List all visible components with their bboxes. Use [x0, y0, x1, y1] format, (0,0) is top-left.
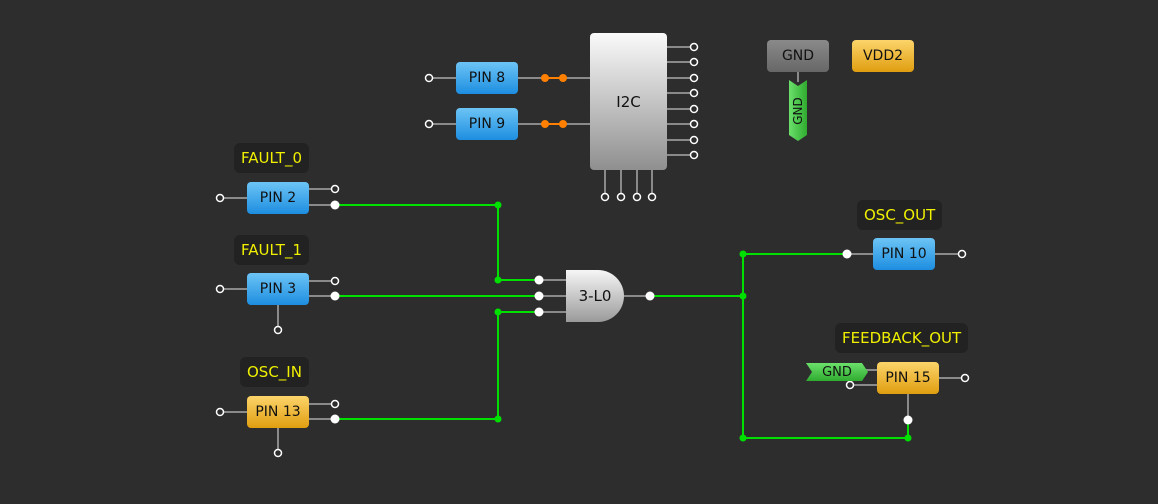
i2c-block[interactable]: I2C	[590, 33, 667, 170]
gnd-net-flag[interactable]: GND	[789, 80, 807, 141]
net-label-osc-out: OSC_OUT	[857, 200, 943, 230]
pin-8[interactable]: PIN 8	[456, 62, 518, 94]
connected-ports	[330, 200, 913, 425]
net-label-fault-1: FAULT_1	[234, 235, 309, 265]
pin-13[interactable]: PIN 13	[247, 396, 309, 428]
gnd-flag-label: GND	[791, 96, 805, 125]
net-wires	[335, 204, 909, 439]
pin-2[interactable]: PIN 2	[247, 182, 309, 214]
pin-10[interactable]: PIN 10	[873, 238, 935, 270]
pin-9[interactable]: PIN 9	[456, 108, 518, 140]
net-label-fault-0: FAULT_0	[234, 143, 309, 173]
pin-3[interactable]: PIN 3	[247, 273, 309, 305]
gnd-net-flag-pin15[interactable]: GND	[806, 363, 868, 381]
net-label-feedback-out: FEEDBACK_OUT	[835, 323, 969, 353]
open-ports	[215, 42, 970, 458]
lut-gate-3-l0[interactable]: 3-L0	[566, 270, 624, 322]
vdd2-block[interactable]: VDD2	[852, 40, 914, 72]
gnd-block[interactable]: GND	[767, 40, 829, 72]
pin-15[interactable]: PIN 15	[877, 362, 939, 394]
net-label-osc-in: OSC_IN	[240, 357, 309, 387]
